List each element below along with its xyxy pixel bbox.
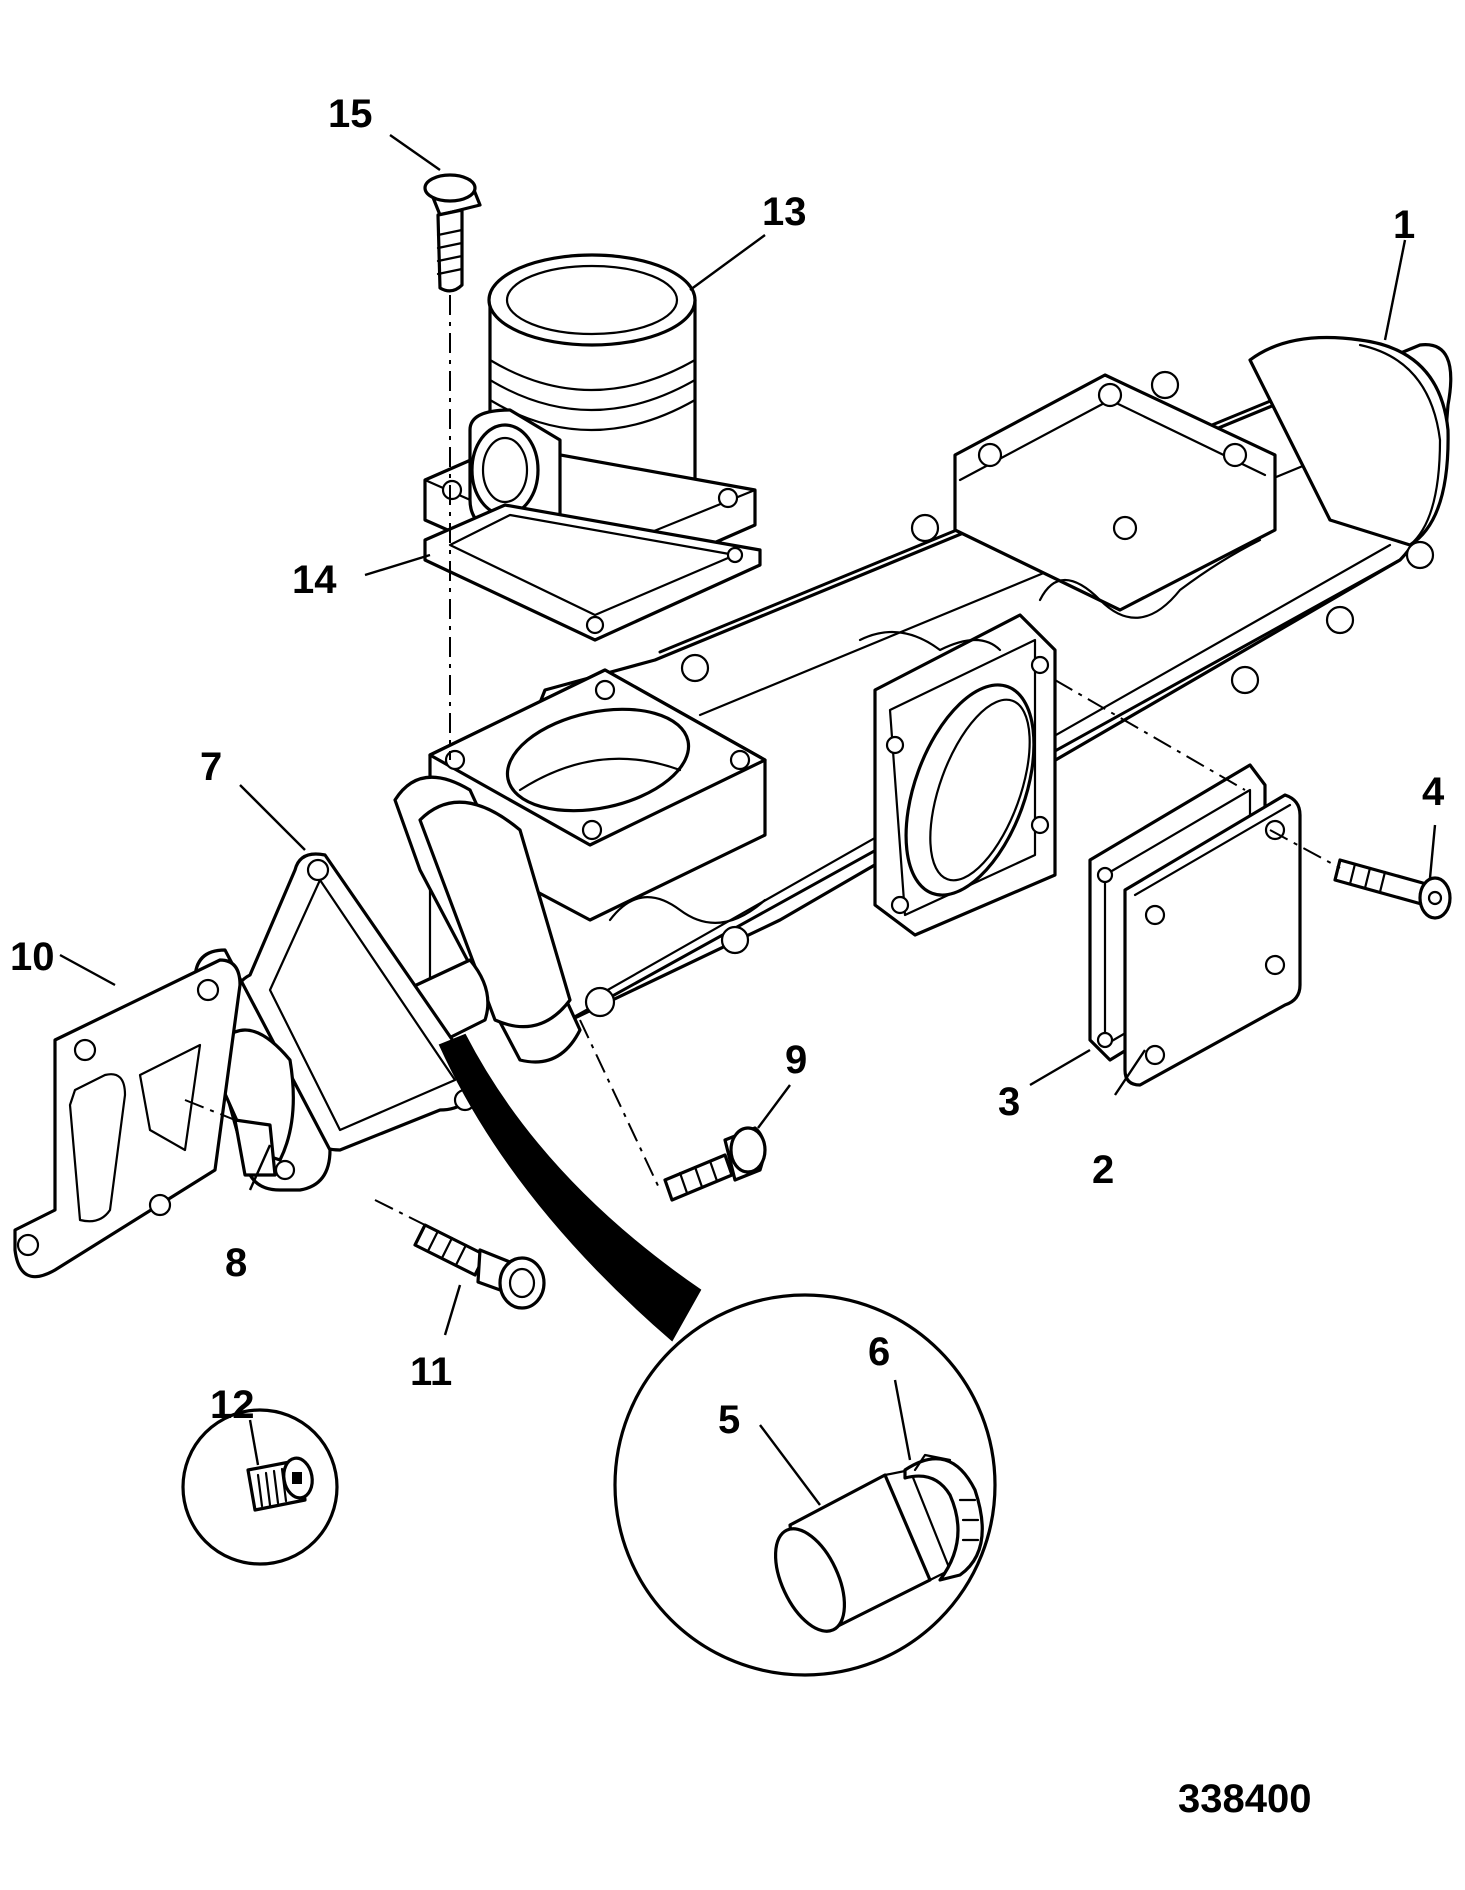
- small-inset-circle: [181, 1408, 339, 1566]
- body-square-flange-icon: [858, 613, 1057, 937]
- callout-7: 7: [200, 745, 222, 789]
- plug-icon: [246, 1456, 314, 1512]
- callout-4: 4: [1422, 770, 1445, 814]
- hex-bolt-top-icon: [423, 173, 482, 293]
- callout-6: 6: [868, 1330, 890, 1374]
- figure-number: 338400: [1178, 1777, 1311, 1821]
- blanking-cap-icon: [773, 1468, 952, 1633]
- thermostat-gasket-icon: [423, 503, 762, 642]
- callout-5: 5: [718, 1398, 740, 1442]
- callout-labels: 1 2 3 4 5 6 7 8 9 10 11 12 13 14 15: [10, 92, 1445, 1442]
- callout-11: 11: [410, 1350, 452, 1394]
- callout-15: 15: [328, 92, 373, 136]
- magnifier-connector: [438, 1033, 702, 1342]
- center-bolt-icon: [663, 1126, 767, 1202]
- callout-14: 14: [292, 558, 337, 602]
- hose-clip-icon: [903, 1453, 984, 1582]
- assembly-centerlines: [184, 295, 1341, 1226]
- callout-1: 1: [1393, 203, 1415, 247]
- body-cover-plate-icon: [953, 373, 1277, 619]
- cover-bolt-icon: [1333, 858, 1452, 920]
- callout-9: 9: [785, 1038, 807, 1082]
- lower-bolt-icon: [413, 1223, 546, 1310]
- callout-10: 10: [10, 935, 55, 979]
- callout-3: 3: [998, 1080, 1020, 1124]
- callout-2: 2: [1092, 1148, 1114, 1192]
- flat-manifold-gasket-icon: [13, 958, 242, 1279]
- callout-8: 8: [225, 1241, 247, 1285]
- callout-12: 12: [210, 1383, 255, 1427]
- callout-13: 13: [762, 190, 807, 234]
- leader-lines: [59, 134, 1437, 1506]
